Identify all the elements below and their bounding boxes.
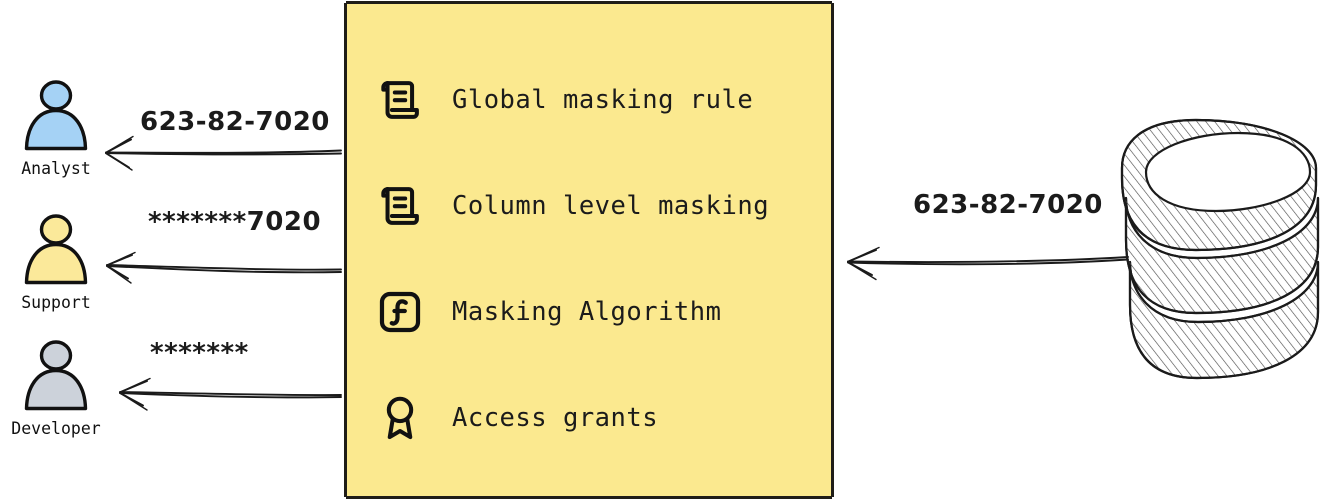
arrow-to-support: [106, 251, 342, 284]
award-ribbon-icon: [374, 390, 426, 446]
arrow-to-developer: [119, 377, 342, 411]
panel-border-right: [831, 3, 834, 497]
arrow-to-policy-panel: [847, 246, 1129, 281]
policy-item-masking-algorithm[interactable]: Masking Algorithm: [374, 259, 814, 365]
actor-label: Support: [21, 293, 91, 312]
flow-value-analyst: 623-82-7020: [140, 107, 330, 137]
person-icon: [24, 214, 88, 285]
masking-policy-panel: Global masking rule Column level masking: [344, 1, 834, 499]
arrow-to-analyst: [105, 135, 342, 171]
panel-border-left: [344, 3, 347, 497]
policy-item-label: Global masking rule: [452, 85, 754, 115]
policy-item-global-masking-rule[interactable]: Global masking rule: [374, 47, 814, 153]
flow-value-source: 623-82-7020: [913, 190, 1103, 220]
policy-item-list: Global masking rule Column level masking: [374, 47, 814, 471]
policy-item-label: Masking Algorithm: [452, 297, 722, 327]
actor-analyst[interactable]: Analyst: [0, 78, 112, 178]
policy-item-label: Access grants: [452, 403, 659, 433]
panel-border-top: [346, 1, 832, 4]
person-icon: [24, 80, 88, 151]
actor-developer[interactable]: Developer: [0, 338, 112, 438]
actor-label: Developer: [11, 419, 101, 438]
scroll-icon: [374, 72, 426, 128]
person-icon: [24, 340, 88, 411]
scroll-icon: [374, 178, 426, 234]
function-box-icon: [374, 284, 426, 340]
policy-item-label: Column level masking: [452, 191, 770, 221]
flow-value-support: *******7020: [148, 207, 322, 237]
policy-item-access-grants[interactable]: Access grants: [374, 365, 814, 471]
actor-label: Analyst: [21, 159, 91, 178]
panel-border-bottom: [346, 496, 832, 499]
policy-item-column-level-masking[interactable]: Column level masking: [374, 153, 814, 259]
actor-support[interactable]: Support: [0, 212, 112, 312]
flow-value-developer: *******: [150, 338, 249, 368]
